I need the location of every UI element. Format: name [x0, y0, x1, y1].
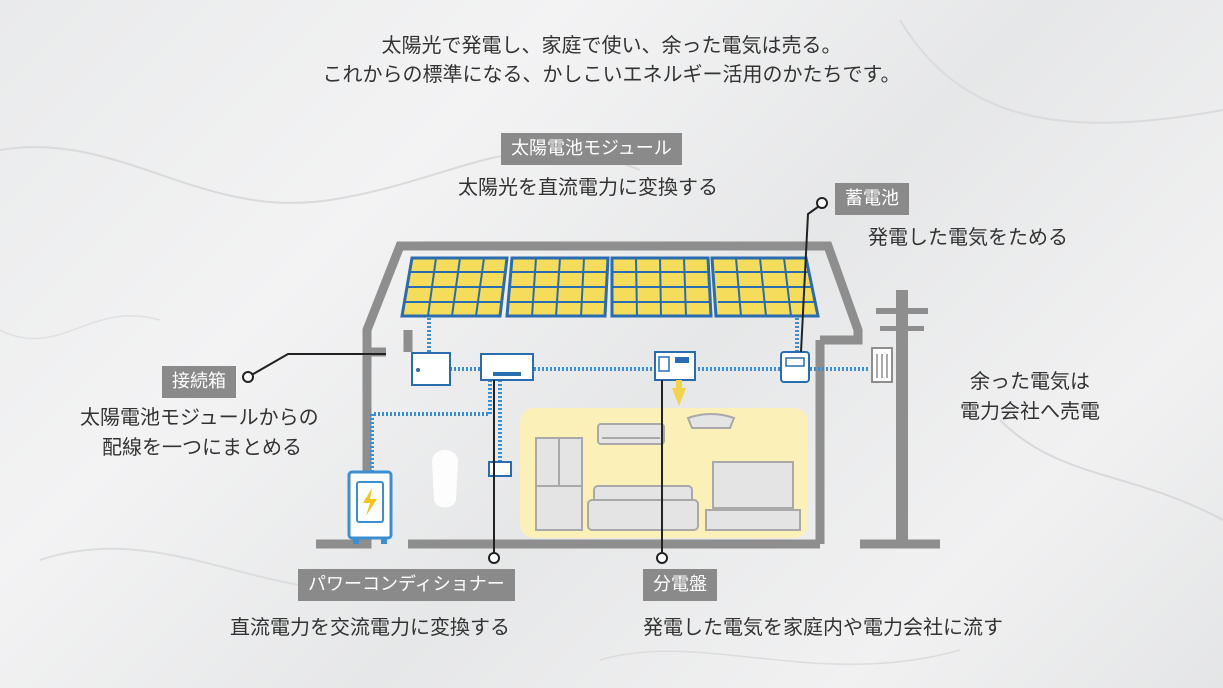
ceiling-light-icon: [686, 413, 736, 429]
intro-line-1: 太陽光で発電し、家庭で使い、余った電気は売る。: [381, 33, 842, 57]
charging-battery-icon: [347, 470, 393, 544]
power-conditioner-icon: [480, 353, 534, 477]
sofa-icon: [587, 485, 699, 531]
electric-meter-icon: [871, 347, 893, 383]
solar-panel-icon: [400, 256, 820, 318]
sell-electricity-line-1: 余った電気は: [970, 369, 1090, 393]
window-highlight: [432, 450, 458, 508]
junction-box-desc-line-1: 太陽電池モジュールからの: [80, 405, 319, 429]
sell-electricity-line-2: 電力会社へ売電: [960, 399, 1100, 423]
distribution-board-icon: [654, 351, 696, 406]
power-conditioner-desc: 直流電力を交流電力に変換する: [230, 615, 510, 639]
distribution-board-desc: 発電した電気を家庭内や電力会社に流す: [643, 615, 1003, 639]
solar-module-tag: 太陽電池モジュール: [501, 133, 682, 165]
junction-box-desc-line-2: 配線を一つにまとめる: [102, 435, 302, 459]
junction-box-tag: 接続箱: [162, 366, 236, 398]
junction-box-icon: [411, 352, 451, 386]
solar-module-desc: 太陽光を直流電力に変換する: [458, 175, 718, 199]
battery-desc: 発電した電気をためる: [868, 225, 1068, 249]
refrigerator-icon: [535, 437, 583, 531]
leader-lines: [247, 203, 823, 556]
house-outline: [316, 241, 940, 549]
television-icon: [705, 461, 801, 531]
battery-tag: 蓄電池: [835, 183, 909, 215]
air-conditioner-icon: [597, 423, 665, 445]
intro-line-2: これからの標準になる、かしこいエネルギー活用のかたちです。: [322, 62, 901, 86]
utility-pole-icon: [871, 290, 928, 544]
power-conditioner-tag: パワーコンディショナー: [298, 569, 515, 601]
distribution-board-tag: 分電盤: [643, 569, 717, 601]
battery-icon: [780, 351, 810, 383]
